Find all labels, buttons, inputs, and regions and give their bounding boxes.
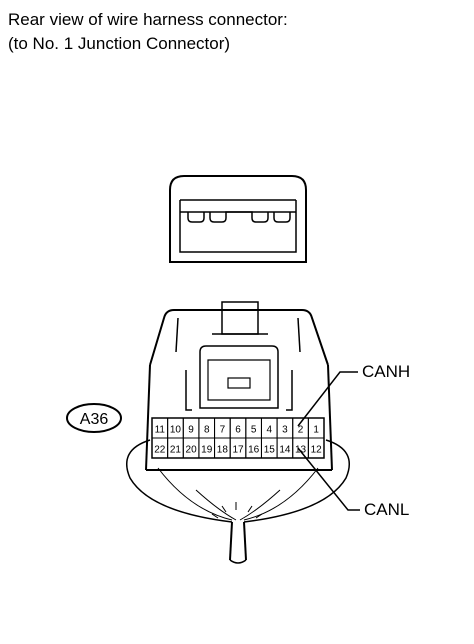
pin-number-14: 14 bbox=[279, 445, 291, 456]
caption-line-2: (to No. 1 Junction Connector) bbox=[8, 34, 231, 53]
pin-number-17: 17 bbox=[232, 445, 244, 456]
caption-line-1: Rear view of wire harness connector: bbox=[8, 10, 288, 29]
pin-number-8: 8 bbox=[204, 425, 210, 436]
pin-number-19: 19 bbox=[201, 445, 213, 456]
pin-number-11: 11 bbox=[155, 425, 166, 436]
pin-number-10: 10 bbox=[170, 425, 182, 436]
canh-callout: CANH bbox=[297, 362, 410, 427]
canl-callout: CANL bbox=[297, 447, 409, 519]
connector-id-label: A36 bbox=[80, 411, 109, 428]
pin-cavity bbox=[307, 437, 325, 459]
pin-number-18: 18 bbox=[217, 445, 229, 456]
pin-number-9: 9 bbox=[188, 425, 194, 436]
pin-number-2: 2 bbox=[298, 425, 304, 436]
canl-label: CANL bbox=[364, 500, 409, 519]
pin-number-5: 5 bbox=[251, 425, 257, 436]
pin-number-1: 1 bbox=[313, 425, 319, 436]
pin-number-16: 16 bbox=[248, 445, 260, 456]
canh-label: CANH bbox=[362, 362, 410, 381]
pin-number-15: 15 bbox=[264, 445, 276, 456]
pin-number-13: 13 bbox=[295, 445, 307, 456]
mating-connector bbox=[169, 175, 307, 263]
pin-number-20: 20 bbox=[186, 445, 198, 456]
pin-number-4: 4 bbox=[266, 425, 272, 436]
wire-bundle bbox=[126, 439, 350, 564]
pin-number-3: 3 bbox=[282, 425, 288, 436]
pin-number-22: 22 bbox=[154, 445, 166, 456]
pin-number-21: 21 bbox=[170, 445, 182, 456]
harness-connector-housing bbox=[145, 301, 333, 471]
connector-id-badge: A36 bbox=[66, 403, 122, 433]
pin-number-12: 12 bbox=[311, 445, 323, 456]
pin-number-7: 7 bbox=[220, 425, 226, 436]
diagram-caption: Rear view of wire harness connector: (to… bbox=[8, 8, 468, 56]
pin-number-6: 6 bbox=[235, 425, 241, 436]
